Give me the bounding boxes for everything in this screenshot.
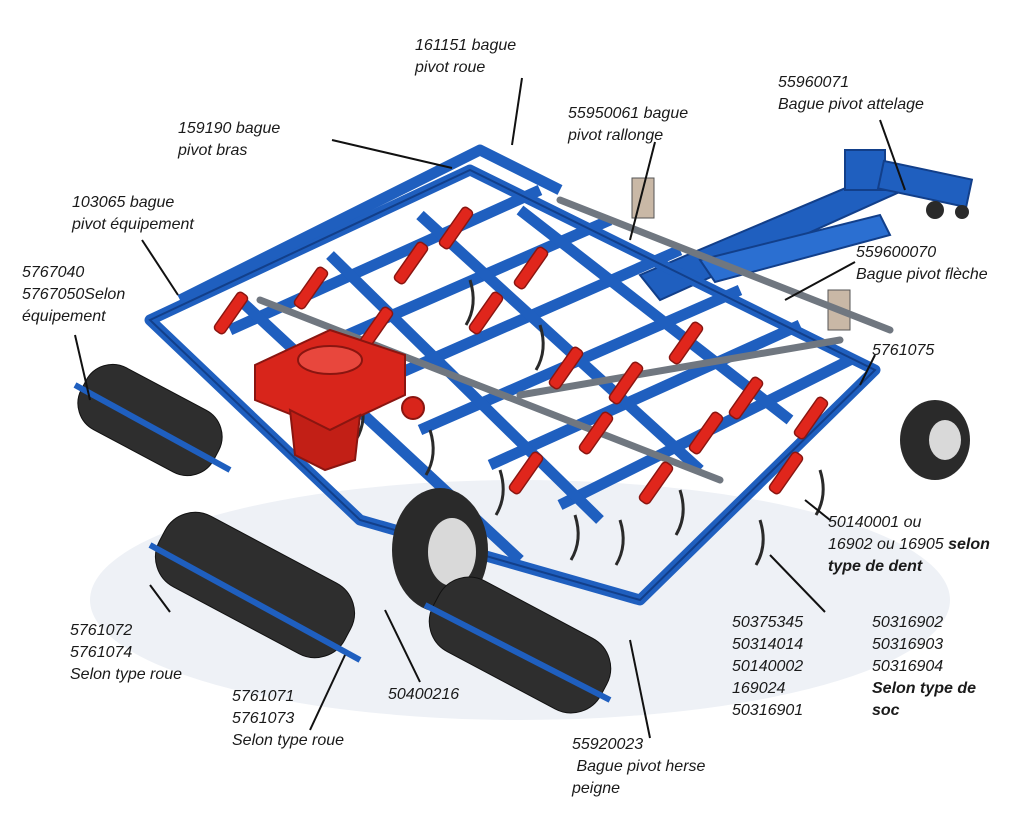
label-55960071: 55960071 Bague pivot attelage — [778, 72, 924, 116]
label-line: 50140002 — [732, 658, 804, 675]
label-line: 50400216 — [388, 686, 460, 703]
label-line: Bague pivot flèche — [856, 266, 988, 283]
roller-frames — [73, 382, 612, 703]
label-line: équipement — [22, 308, 106, 325]
leader-lines — [74, 77, 906, 739]
label-50375345: 50375345 50314014 50140002 169024 503169… — [732, 612, 803, 722]
frame-edges — [148, 168, 877, 602]
label-line: Bague pivot attelage — [778, 96, 924, 113]
label-part-bold: selon — [948, 536, 990, 553]
label-line: 5761072 — [70, 622, 133, 639]
label-5761075: 5761075 — [872, 340, 934, 362]
label-line: 5761074 — [70, 644, 133, 661]
hydraulic-cylinders — [213, 206, 829, 505]
label-line: pivot bras — [178, 142, 248, 159]
label-55920023: 55920023 Bague pivot herse peigne — [572, 734, 705, 800]
label-5761072: 5761072 5761074 Selon type roue — [70, 620, 182, 686]
label-5767040: 5767040 5767050Selon équipement — [22, 262, 125, 328]
label-line: 103065 bague — [72, 194, 175, 211]
label-line: Selon type roue — [232, 732, 345, 749]
label-line: 55920023 — [572, 736, 644, 753]
label-line-bold: type de dent — [828, 558, 923, 575]
label-line: 5761071 — [232, 688, 295, 705]
label-line: 55960071 — [778, 74, 850, 91]
label-line: Selon type roue — [70, 666, 183, 683]
label-line: 55950061 bague — [568, 105, 689, 122]
label-line: 169024 — [732, 680, 786, 697]
label-line: 50314014 — [732, 636, 804, 653]
label-line: pivot roue — [415, 59, 486, 76]
tie-bars — [256, 196, 894, 484]
label-line: peigne — [572, 780, 621, 797]
label-50400216: 50400216 — [388, 684, 459, 706]
label-line: 50316902 — [872, 614, 944, 631]
label-5761071: 5761071 5761073 Selon type roue — [232, 686, 344, 752]
label-line: 5761075 — [872, 342, 935, 359]
label-line: pivot rallonge — [568, 127, 664, 144]
label-50316902: 50316902 50316903 50316904 Selon type de… — [872, 612, 976, 722]
label-line: 50140001 ou — [828, 514, 922, 531]
label-line: 5767050Selon — [22, 286, 126, 303]
label-line: 50316903 — [872, 636, 944, 653]
hitch-drawbar — [638, 149, 974, 302]
label-559600070: 559600070 Bague pivot flèche — [856, 242, 988, 286]
label-159190: 159190 bague pivot bras — [178, 118, 280, 162]
label-line: 559600070 — [856, 244, 937, 261]
label-line: Bague pivot herse — [572, 758, 706, 775]
label-part: 16902 ou 16905 — [828, 536, 949, 553]
label-line: pivot équipement — [72, 216, 194, 233]
label-line: 50316904 — [872, 658, 944, 675]
label-line: 5767040 — [22, 264, 85, 281]
label-line-bold: Selon type de — [872, 680, 977, 697]
label-line: 16902 ou 16905 selon — [828, 534, 990, 556]
label-55950061: 55950061 bague pivot rallonge — [568, 103, 688, 147]
label-line: 50316901 — [732, 702, 804, 719]
label-161151: 161151 bague pivot roue — [415, 35, 516, 79]
label-line: 5761073 — [232, 710, 295, 727]
label-line: 161151 bague — [415, 37, 517, 54]
label-line-bold: soc — [872, 702, 900, 719]
label-line: 159190 bague — [178, 120, 281, 137]
label-50140001: 50140001 ou 16902 ou 16905 selon type de… — [828, 512, 990, 578]
label-line: 50375345 — [732, 614, 804, 631]
label-103065: 103065 bague pivot équipement — [72, 192, 194, 236]
seed-hopper — [254, 328, 425, 472]
